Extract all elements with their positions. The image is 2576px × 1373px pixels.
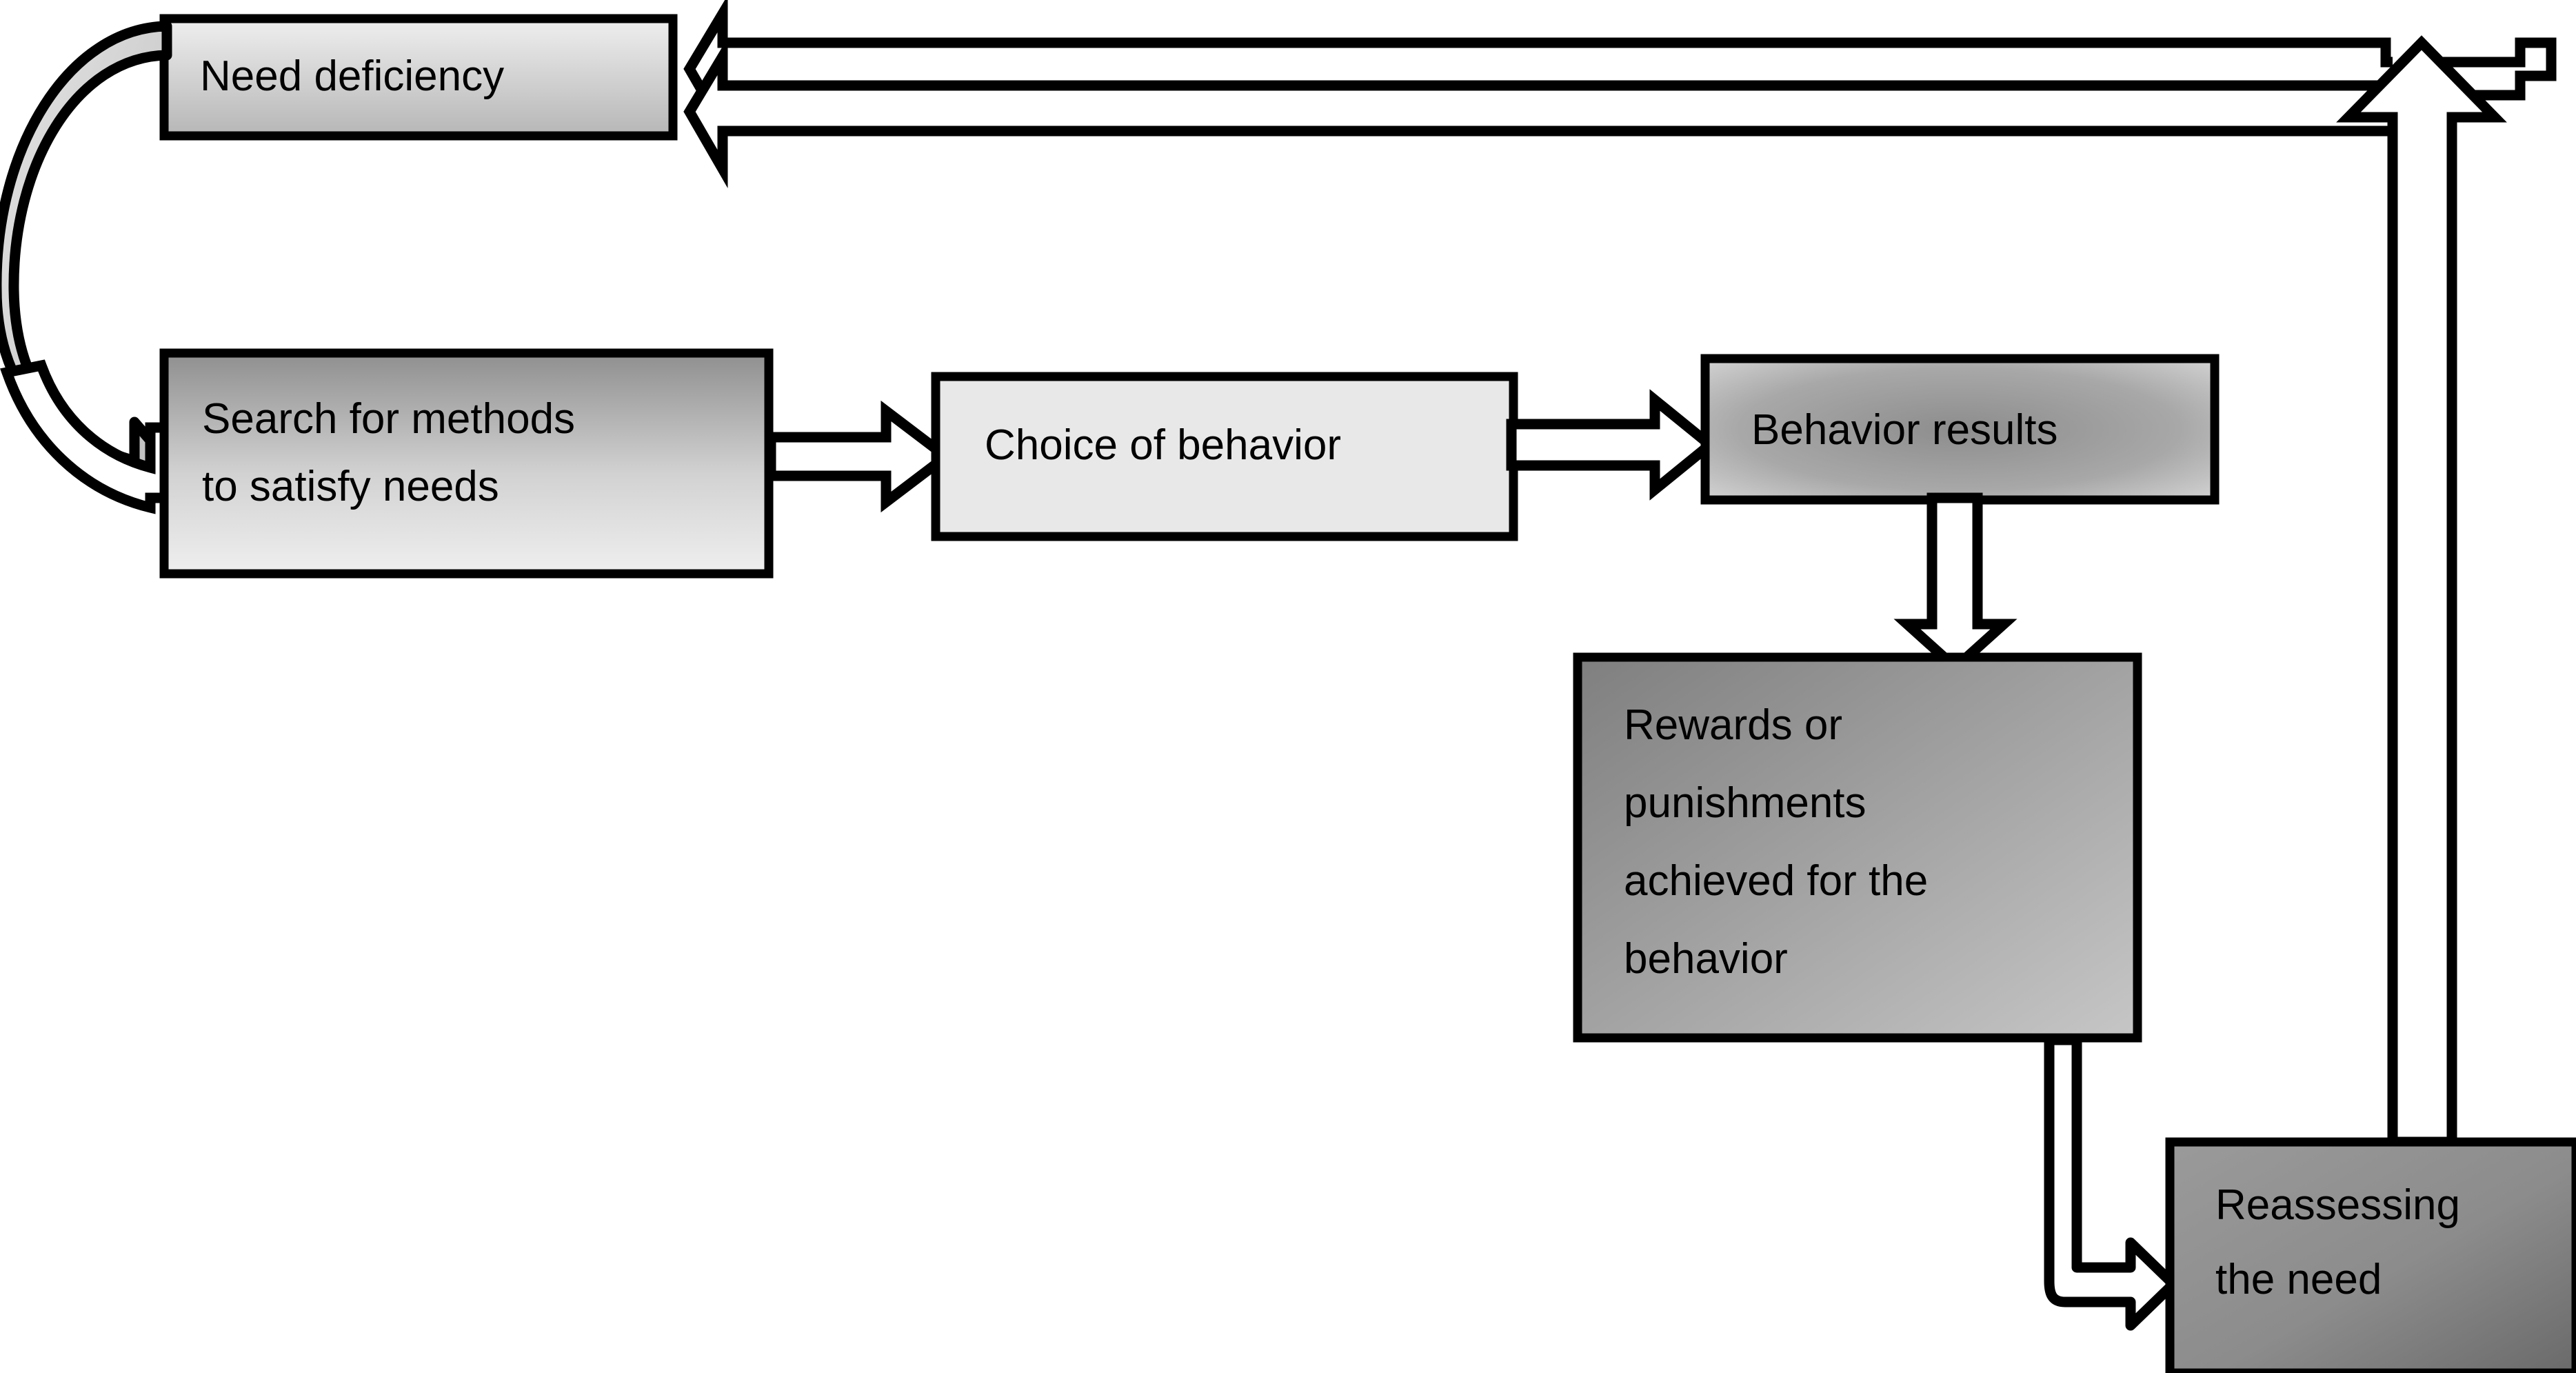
- connector-rewards-to-reassessing: [2044, 1034, 2179, 1331]
- node-choice-of-behavior[interactable]: [931, 372, 1518, 541]
- node-rewards-or-punishments[interactable]: [1573, 652, 2142, 1043]
- connector-results-to-rewards: [1893, 492, 2017, 675]
- node-label-choice-of-behavior: Choice of behavior: [985, 421, 1341, 469]
- node-label-rewards-or-punishments: Rewards or punishments achieved for the …: [1624, 701, 1940, 983]
- node-label-behavior-results: Behavior results: [1751, 406, 2058, 454]
- node-label-search-for-methods: Search for methods to satisfy needs: [202, 395, 587, 510]
- node-label-need-deficiency: Need deficiency: [200, 52, 504, 100]
- node-search-for-methods[interactable]: [159, 348, 774, 579]
- connector-reassessing-to-need-lower: [683, 37, 2429, 1147]
- node-need-deficiency[interactable]: [159, 14, 678, 141]
- node-reassessing-the-need[interactable]: [2165, 1137, 2576, 1373]
- connector-reassessing-up-arrow: [2336, 35, 2507, 1147]
- connector-search-to-choice: [765, 400, 955, 513]
- connector-choice-to-results: [1506, 389, 1718, 501]
- node-label-reassessing-the-need: Reassessing the need: [2215, 1181, 2472, 1303]
